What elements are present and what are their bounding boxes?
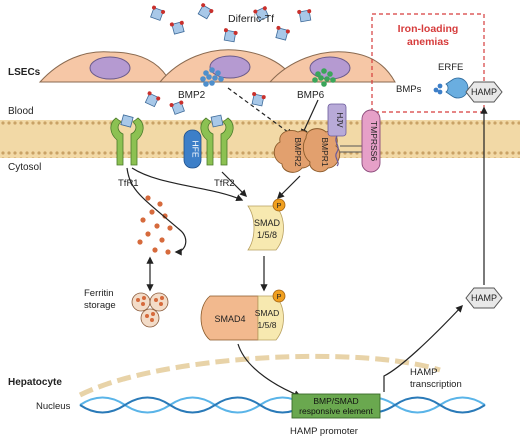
- smad158-cytosol: SMAD 1/5/8 P: [247, 198, 286, 251]
- ferritin-label-line2: storage: [84, 300, 116, 311]
- ferritin-storage: [131, 292, 169, 328]
- nucleus-label: Nucleus: [36, 401, 71, 412]
- lsec-nucleus: [89, 56, 131, 80]
- tmprss6-protein: TMPRSS6: [340, 109, 381, 173]
- hamp-transcription-line2: transcription: [410, 379, 462, 390]
- hamp-mid-label: HAMP: [471, 293, 497, 303]
- bmpr1-label: BMPR1: [320, 137, 330, 167]
- bre-label-line2: responsive element: [299, 406, 373, 416]
- smad-label-line1: SMAD: [254, 218, 281, 228]
- bmpr-smad-arrow: [276, 175, 301, 200]
- bmp6-arrow: [301, 99, 319, 137]
- bmpr-complex: BMPR2 BMPR1: [273, 128, 341, 173]
- bre-label-line1: BMP/SMAD: [313, 396, 358, 406]
- inset-title-line2: anemias: [407, 36, 449, 48]
- bmp6-label: BMP6: [297, 90, 325, 101]
- erfe-shape: [445, 77, 469, 99]
- diferric-tf-label: Diferric-Tf: [228, 13, 274, 25]
- hjv-protein: HJV: [327, 103, 347, 167]
- phospho-label: P: [276, 201, 281, 210]
- cell-membrane: [0, 120, 520, 158]
- smad4-label: SMAD4: [214, 314, 245, 324]
- hfe-protein: HFE: [183, 129, 202, 169]
- bmpr2-label: BMPR2: [293, 137, 303, 167]
- complex-bre-arrow: [237, 343, 302, 398]
- phospho-badge: [272, 198, 286, 212]
- smad4-smad158-complex: SMAD4 SMAD 1/5/8 P: [200, 289, 286, 341]
- smad-label-line2: 1/5/8: [257, 230, 277, 240]
- ferritin-label-line1: Ferritin: [84, 288, 114, 299]
- hamp-hexagon-mid: [465, 287, 503, 309]
- complex-smad-line1: SMAD: [255, 308, 280, 318]
- hamp-promoter-label: HAMP promoter: [290, 426, 358, 437]
- tmprss6-label: TMPRSS6: [369, 121, 379, 161]
- diferric-tf-molecules: [144, 3, 312, 115]
- erfe-label: ERFE: [438, 62, 463, 73]
- inset-title-line1: Iron-loading: [398, 23, 459, 35]
- tfr1-smad-arrow: [131, 167, 244, 201]
- hamp-transcription-line1: HAMP: [410, 367, 437, 378]
- dna-helix: [79, 396, 486, 414]
- hamp-top-label: HAMP: [471, 87, 497, 97]
- blood-label: Blood: [8, 106, 34, 117]
- tfr2-receptor: [200, 114, 234, 166]
- bmp2-cluster: [200, 67, 224, 87]
- tfr1-label: TfR1: [118, 178, 139, 189]
- tfr1-iron-arrow: [126, 167, 187, 256]
- iron-loading-anemias-inset: Iron-loading anemias ERFE BMPs: [371, 13, 485, 113]
- lsec-cell-1: [38, 51, 171, 83]
- complex-phospho-badge: [272, 289, 286, 303]
- bmp2-dashed-arrow: [227, 87, 294, 136]
- iron-dots: [137, 195, 173, 255]
- hepatocyte-label: Hepatocyte: [8, 377, 62, 388]
- hjv-label: HJV: [335, 112, 344, 128]
- hamp-transcription-arrow: [383, 304, 463, 392]
- complex-smad-line2: 1/5/8: [258, 320, 277, 330]
- complex-phospho-label: P: [276, 292, 281, 301]
- lsecs-label: LSECs: [8, 67, 41, 78]
- bmp-smad-responsive-element: BMP/SMAD responsive element: [291, 393, 381, 419]
- tfr1-receptor: [110, 114, 144, 166]
- tfr2-label: TfR2: [214, 178, 235, 189]
- tfr2-smad-arrow: [221, 171, 248, 198]
- lsec-cell-3: [268, 51, 396, 83]
- bmps-label: BMPs: [396, 84, 422, 95]
- cytosol-label: Cytosol: [8, 162, 41, 173]
- bmp2-label: BMP2: [178, 90, 206, 101]
- hfe-label: HFE: [191, 141, 201, 158]
- nuclear-envelope: [78, 353, 441, 398]
- bmp6-cluster: [312, 68, 336, 87]
- hamp-hexagon-top: [465, 81, 503, 103]
